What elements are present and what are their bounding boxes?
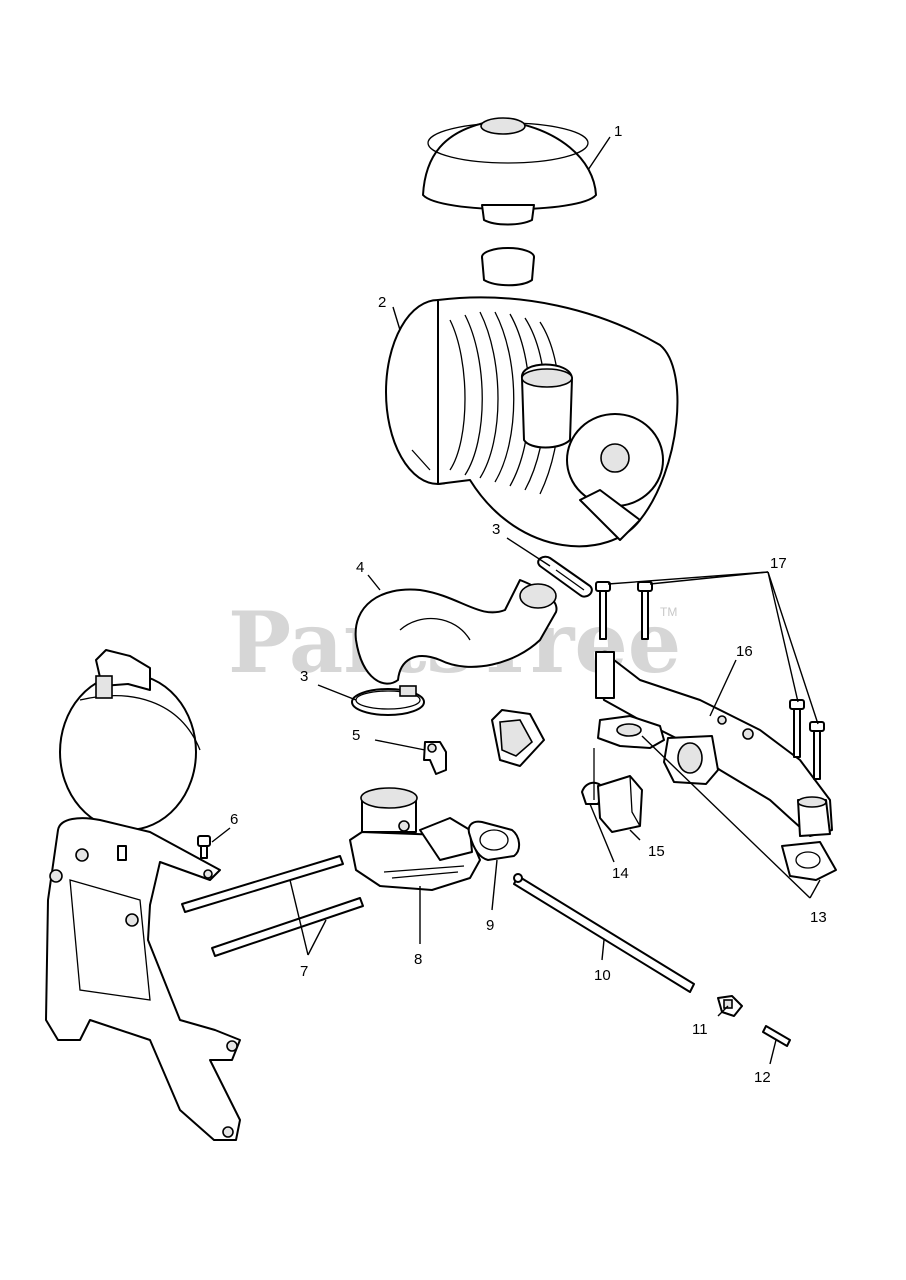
part-small-boot <box>491 709 545 767</box>
callout-16: 16 <box>736 643 753 660</box>
callout-6: 6 <box>230 811 238 828</box>
callout-4: 4 <box>356 559 364 576</box>
callout-10: 10 <box>594 967 611 984</box>
callout-11: 11 <box>692 1021 708 1038</box>
part-6-bolt <box>197 835 211 859</box>
callout-17: 17 <box>770 555 787 572</box>
part-2-air-cleaner-housing <box>385 296 679 548</box>
part-17-bolts <box>595 581 825 780</box>
part-16-exhaust-manifold <box>595 650 837 881</box>
callout-8: 8 <box>414 951 422 968</box>
callout-13: 13 <box>810 909 827 926</box>
part-3-clamp-lower <box>351 685 425 716</box>
part-8-intake-manifold <box>349 787 481 891</box>
part-inner-cap <box>481 247 535 287</box>
callout-1: 1 <box>614 123 622 140</box>
callout-12: 12 <box>754 1069 771 1086</box>
callout-9: 9 <box>486 917 494 934</box>
callout-7: 7 <box>300 963 308 980</box>
part-3-clamp-upper <box>537 555 593 598</box>
part-1-air-cleaner-cover <box>422 117 597 226</box>
part-7-rods <box>181 855 364 957</box>
callout-5: 5 <box>352 727 360 744</box>
callout-15: 15 <box>648 843 665 860</box>
callout-3-lower: 3 <box>300 668 308 685</box>
part-12-pin <box>762 1025 791 1047</box>
watermark-trademark: TM <box>660 605 677 619</box>
part-9-gasket <box>467 820 520 861</box>
part-4-elbow-hose <box>354 579 558 685</box>
leader-lines <box>211 136 821 1065</box>
part-band-and-bracket <box>45 649 241 1141</box>
part-15-block <box>597 775 643 833</box>
callout-2: 2 <box>378 294 386 311</box>
callout-labels: 1 2 3 4 3 5 6 7 8 9 10 11 12 13 14 15 16… <box>230 123 827 1086</box>
part-11-sensor <box>717 995 743 1017</box>
part-5-fitting <box>423 741 447 775</box>
callout-3-upper: 3 <box>492 521 500 538</box>
callout-14: 14 <box>612 865 629 882</box>
part-10-rod <box>513 873 695 993</box>
